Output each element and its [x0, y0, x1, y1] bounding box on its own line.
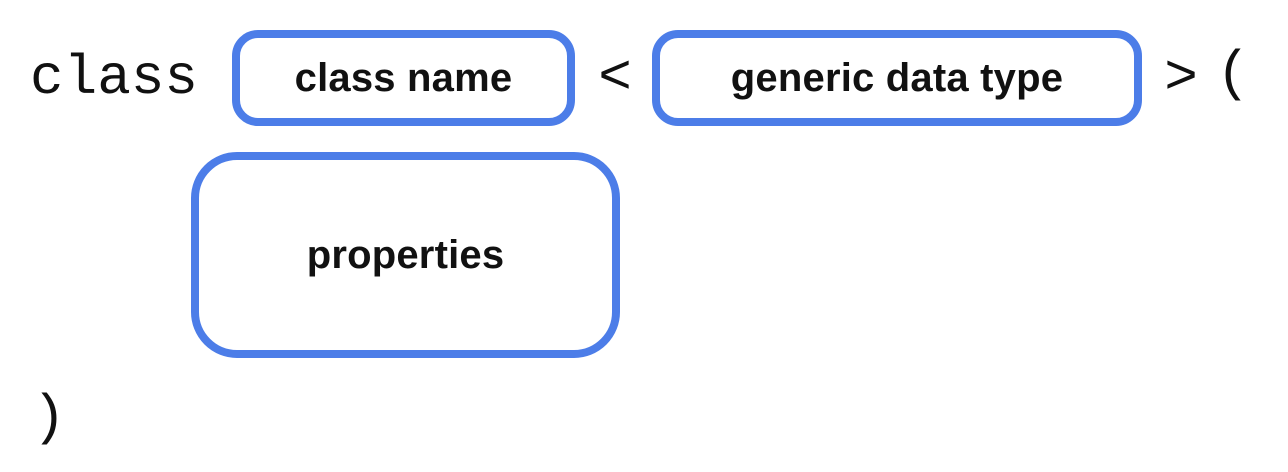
class-name-placeholder-label: class name [294, 55, 513, 100]
class-name-placeholder-box: class name [232, 30, 575, 126]
open-angle-bracket-text: < [598, 46, 632, 110]
class-keyword-text: class [30, 46, 199, 110]
close-parenthesis-text: ) [32, 386, 66, 450]
properties-placeholder-box: properties [191, 152, 620, 358]
generic-data-type-placeholder-box: generic data type [652, 30, 1142, 126]
generic-data-type-placeholder-label: generic data type [730, 55, 1064, 100]
properties-placeholder-label: properties [306, 232, 505, 277]
open-parenthesis-text: ( [1216, 42, 1250, 106]
close-angle-bracket-text: > [1164, 46, 1198, 110]
